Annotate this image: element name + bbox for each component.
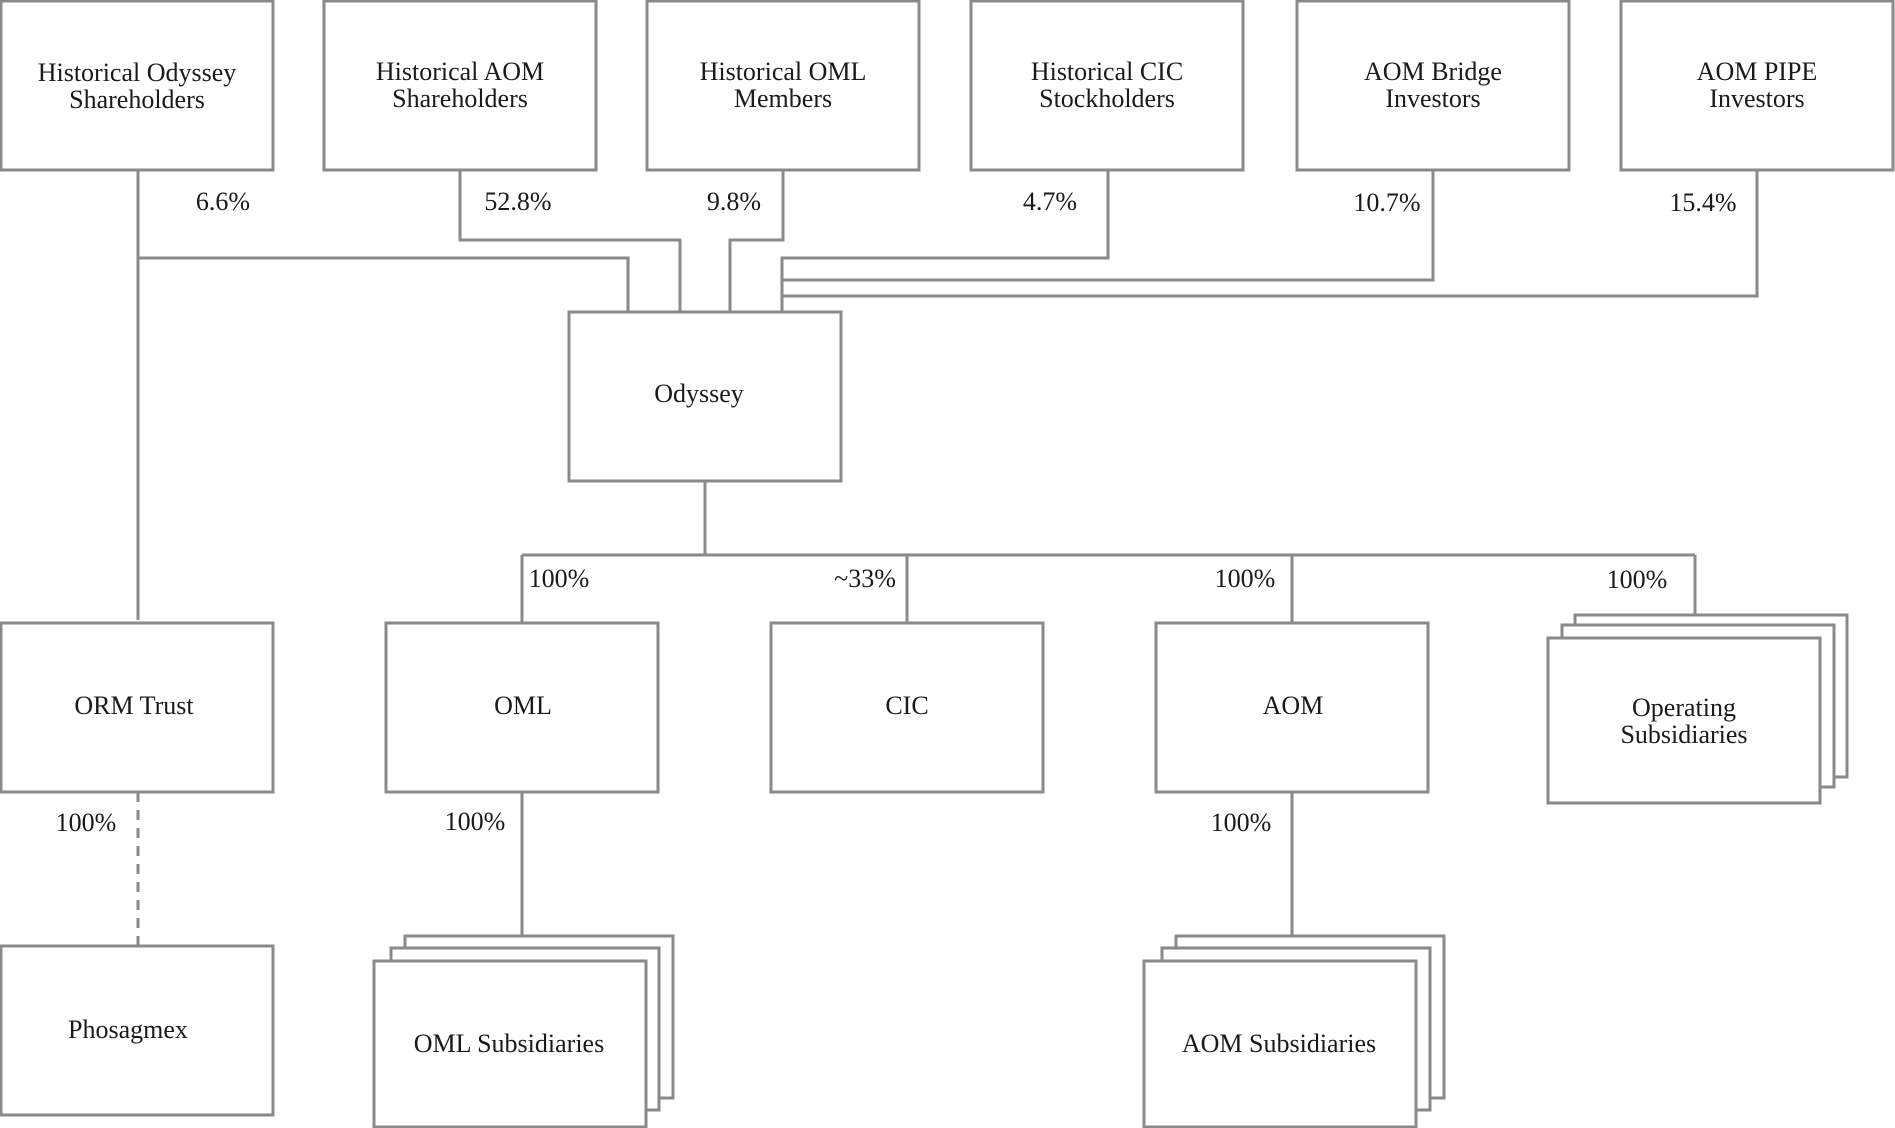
connector-oml-members — [728, 170, 785, 312]
box-label: AOM Bridge — [1364, 57, 1502, 86]
box-label: Investors — [1385, 84, 1480, 113]
box-label: AOM Subsidiaries — [1182, 1029, 1376, 1058]
box-historical-odyssey-shareholders — [0, 0, 275, 172]
connector-cic-holders — [780, 170, 1110, 312]
operating-subsidiaries-stack: Operating Subsidiaries — [1546, 613, 1849, 805]
percent-label: 6.6% — [196, 187, 250, 216]
box-historical-aom-shareholders — [322, 0, 598, 172]
oml-subsidiaries-stack: OML Subsidiaries — [372, 934, 675, 1128]
percent-label: 100% — [56, 808, 117, 837]
box-label: AOM PIPE — [1697, 57, 1818, 86]
percent-label: 100% — [445, 807, 506, 836]
percent-label: 100% — [529, 564, 590, 593]
connector-bridge — [782, 170, 1435, 282]
box-label: Members — [734, 84, 832, 113]
box-historical-cic-stockholders — [969, 0, 1245, 172]
percent-label: 52.8% — [484, 187, 551, 216]
box-label: Shareholders — [69, 85, 205, 114]
box-label: Operating — [1632, 693, 1736, 722]
percent-label: ~33% — [834, 564, 896, 593]
box-label: Historical Odyssey — [38, 58, 237, 87]
box-oml — [384, 621, 660, 794]
percent-label: 100% — [1211, 808, 1272, 837]
box-label: CIC — [885, 691, 928, 720]
box-label: OML — [494, 691, 552, 720]
percent-label: 10.7% — [1353, 188, 1420, 217]
box-operating-subsidiaries — [1546, 636, 1822, 805]
connector-aom-holders — [458, 170, 682, 312]
box-label: Subsidiaries — [1620, 720, 1747, 749]
box-label: Investors — [1709, 84, 1804, 113]
box-label: Historical OML — [700, 57, 867, 86]
box-label: Historical CIC — [1031, 57, 1183, 86]
middle-row: ORM Trust OML CIC AOM Operating Subsidia… — [0, 613, 1849, 805]
box-label: Odyssey — [654, 379, 744, 408]
connector-pipe — [782, 170, 1759, 298]
percent-label: 100% — [1215, 564, 1276, 593]
box-aom-subsidiaries — [1142, 959, 1418, 1128]
percent-label: 4.7% — [1023, 187, 1077, 216]
aom-subsidiaries-stack: AOM Subsidiaries — [1142, 934, 1446, 1128]
percent-label: 100% — [1607, 565, 1668, 594]
box-label: OML Subsidiaries — [414, 1029, 604, 1058]
connectors — [136, 170, 1759, 945]
box-label: Phosagmex — [68, 1015, 188, 1044]
box-aom-bridge-investors — [1295, 0, 1571, 172]
connector-odyssey-holders-to-odyssey — [138, 256, 630, 312]
box-phosagmex — [0, 944, 275, 1117]
top-row-percentages: 6.6% 52.8% 9.8% 4.7% 10.7% 15.4% — [196, 187, 1737, 217]
box-label: Shareholders — [392, 84, 528, 113]
parent-node: Odyssey — [567, 310, 843, 483]
top-row: Historical Odyssey Shareholders Historic… — [0, 0, 1895, 172]
box-aom-pipe-investors — [1619, 0, 1895, 172]
box-label: Historical AOM — [376, 57, 544, 86]
middle-row-percentages: 100% ~33% 100% 100% — [529, 564, 1668, 594]
box-oml-subsidiaries — [372, 959, 648, 1128]
bottom-row-percentages: 100% 100% 100% — [56, 807, 1272, 837]
box-odyssey — [567, 310, 843, 483]
box-label: Stockholders — [1039, 84, 1175, 113]
box-label: AOM — [1263, 691, 1324, 720]
bottom-row: Phosagmex OML Subsidiaries AOM Subsidiar… — [0, 934, 1446, 1128]
box-cic — [769, 621, 1045, 794]
box-historical-oml-members — [645, 0, 921, 172]
box-label: ORM Trust — [74, 691, 194, 720]
percent-label: 9.8% — [707, 187, 761, 216]
box-aom — [1154, 621, 1430, 794]
box-orm-trust — [0, 621, 275, 794]
percent-label: 15.4% — [1669, 188, 1736, 217]
